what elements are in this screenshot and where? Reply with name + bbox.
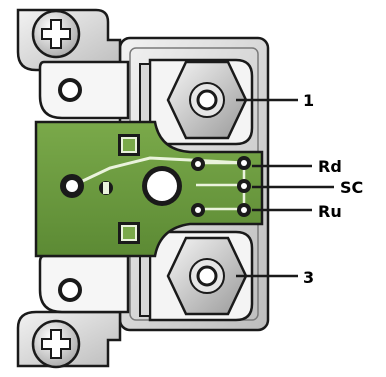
circuit-board [34,120,264,258]
lower-mount-tab [38,254,130,314]
label-ru: Ru [318,202,342,221]
upper-mount-tab [38,60,130,120]
label-terminal-3: 3 [303,268,315,287]
top-terminal [139,58,254,146]
label-terminal-1: 1 [303,91,315,110]
callout-lines [236,98,334,278]
bottom-terminal [139,230,254,322]
label-sc: SC [340,178,364,197]
label-rd: Rd [318,157,342,176]
top-screw-bracket [16,8,122,72]
bottom-screw-bracket [16,310,122,369]
